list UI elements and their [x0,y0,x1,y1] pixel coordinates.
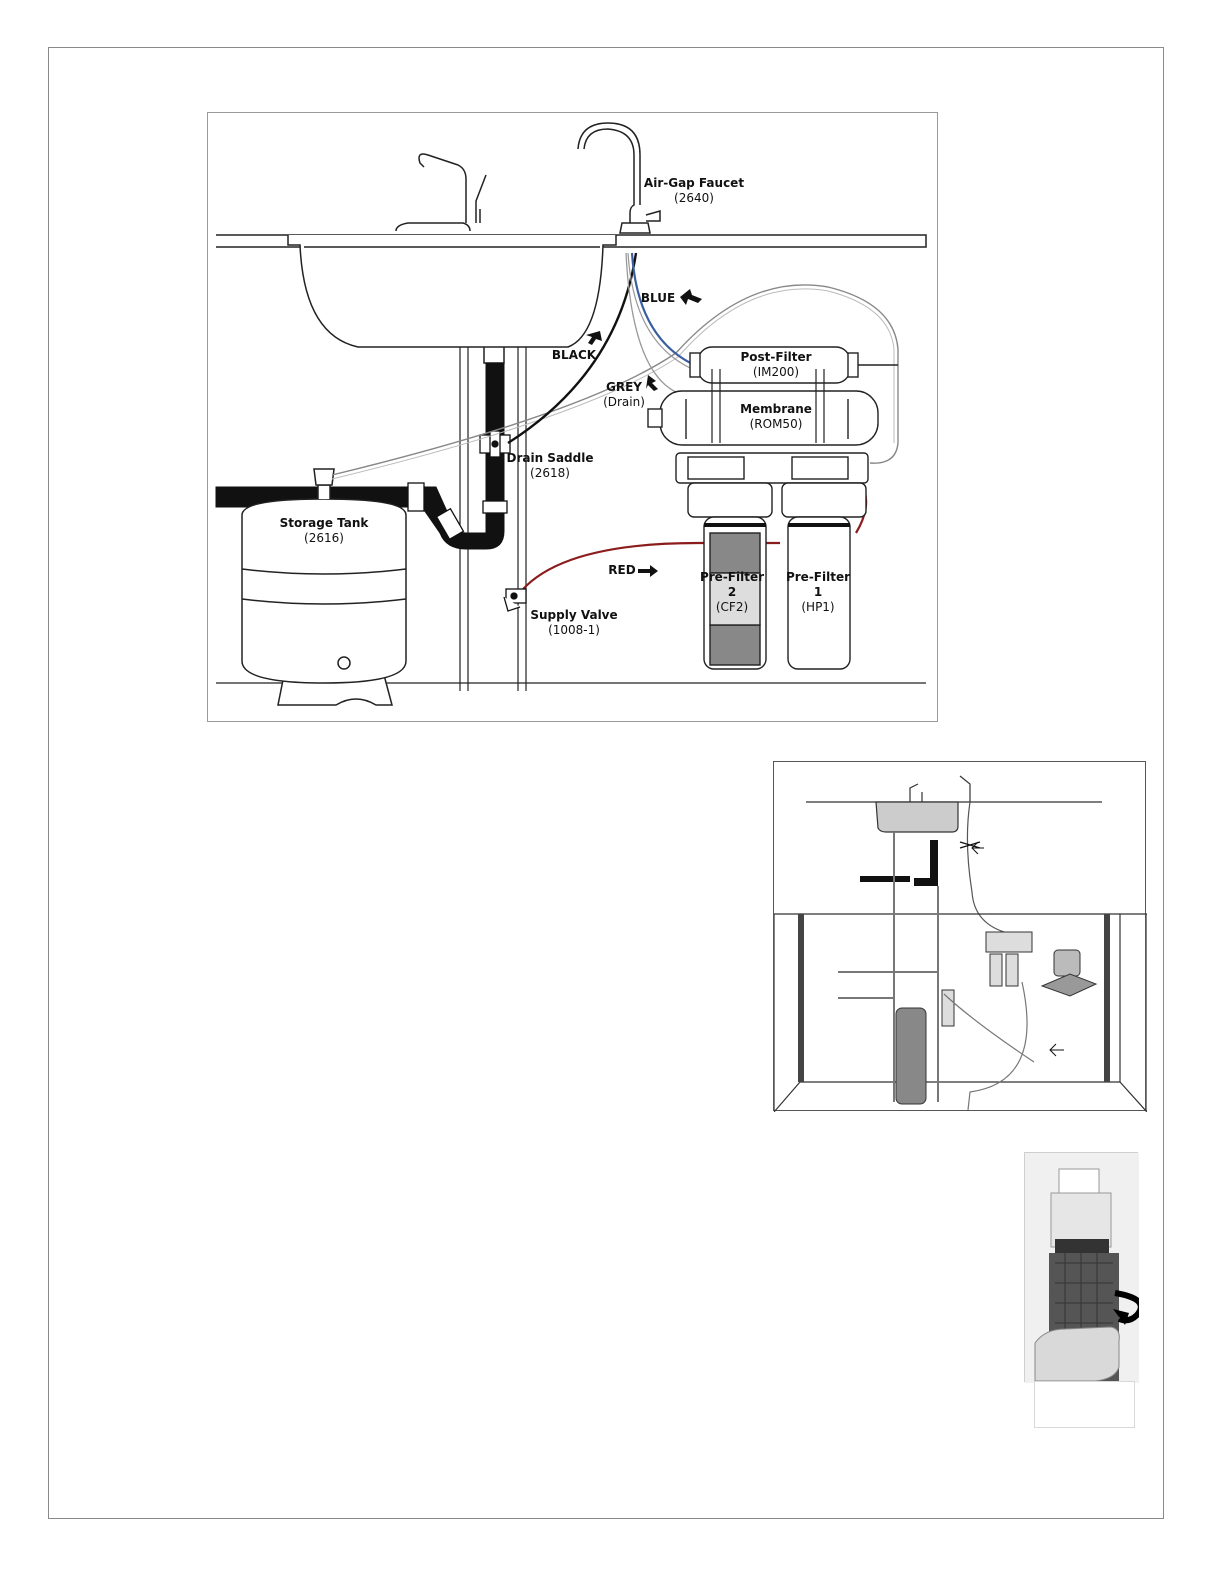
mini-ro-unit [986,932,1096,996]
supply-pipe-cold [460,347,468,691]
sink-basin [288,235,616,347]
prefilter-1-code: (HP1) [801,600,834,614]
prefilter-2-number: 2 [728,585,736,599]
black-label: BLACK [552,348,597,362]
drain-saddle-code: (2618) [530,466,570,480]
small-sink [876,802,958,832]
faucet-code: (2640) [674,191,714,205]
filter-housing-photo [1024,1152,1138,1382]
faucet-label: Air-Gap Faucet [644,176,744,190]
water-heater [896,990,954,1104]
filter-manifold [676,453,868,483]
photo-caption-box [1034,1381,1135,1428]
storage-tank [242,469,406,705]
membrane-label: Membrane [740,402,812,416]
prefilter-1-number: 1 [814,585,822,599]
post-filter-label: Post-Filter [740,350,811,364]
alternate-layout-diagram [773,761,1146,1111]
storage-tank-code: (2616) [304,531,344,545]
filter-housing-photo-svg [1025,1153,1139,1383]
red-label: RED [608,563,635,577]
membrane-code: (ROM50) [750,417,803,431]
alternate-layout-svg [774,762,1147,1112]
supply-valve [504,589,526,611]
blue-label: BLUE [641,291,675,305]
supply-valve-label: Supply Valve [530,608,617,622]
installation-diagram-svg: Air-Gap Faucet (2640) BLUE BLACK GREY (D… [208,113,939,723]
installation-diagram: Air-Gap Faucet (2640) BLUE BLACK GREY (D… [207,112,938,722]
storage-tank-label: Storage Tank [280,516,370,530]
supply-valve-code: (1008-1) [548,623,600,637]
prefilter-2-label: Pre-Filter [700,570,764,584]
sink-faucet [396,154,486,231]
drain-label: (Drain) [603,395,645,409]
prefilter-1-label: Pre-Filter [786,570,850,584]
hand [1035,1327,1119,1381]
supply-pipe-hot [518,347,526,691]
prefilter-2-code: (CF2) [716,600,748,614]
drain-saddle-label: Drain Saddle [507,451,594,465]
cabinet-box [774,914,1147,1082]
grey-label: GREY [606,380,642,394]
sink-drain-tail [484,347,504,363]
post-filter-code: (IM200) [753,365,799,379]
